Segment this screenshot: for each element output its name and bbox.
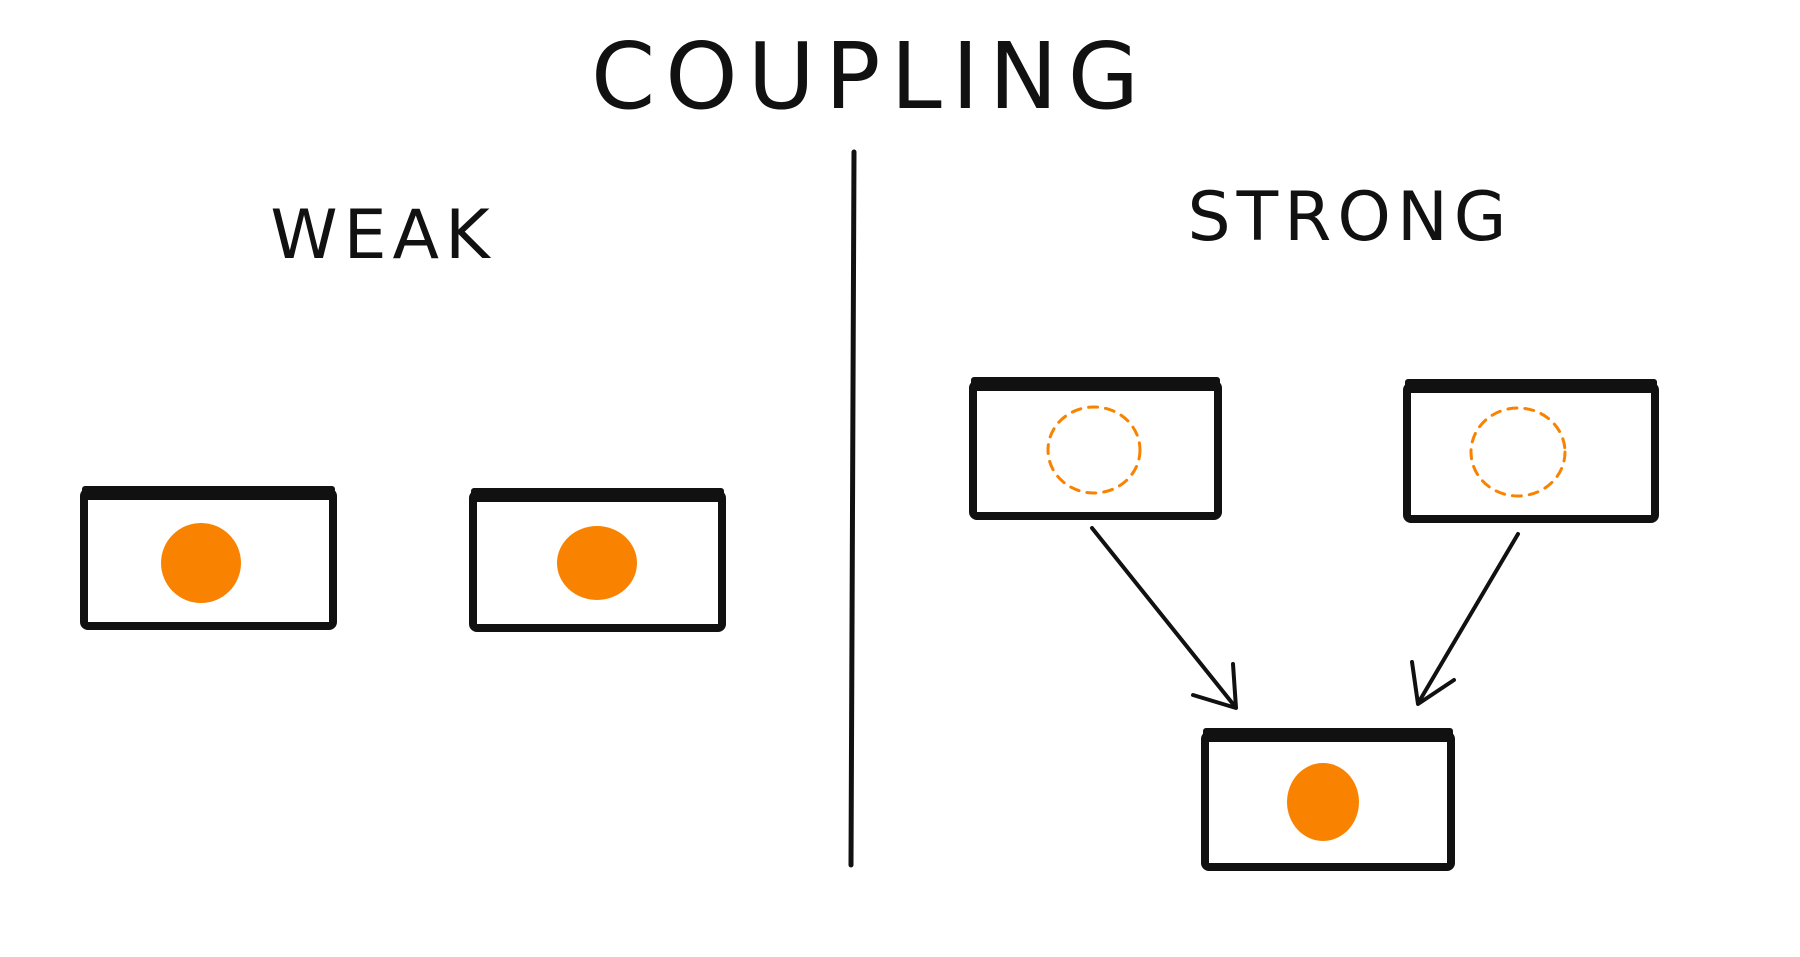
weak-section: WEAK	[80, 196, 726, 632]
box-header-bar	[1405, 379, 1657, 393]
box-header-bar	[1203, 728, 1453, 742]
arrow-top-left-to-bottom	[1090, 526, 1238, 710]
data-dot-filled	[161, 523, 241, 603]
weak-module-box-2	[469, 488, 726, 632]
strong-module-box-top-right	[1403, 379, 1659, 523]
box-header-bar	[471, 488, 724, 502]
data-dot-dashed	[1046, 405, 1142, 495]
box-header-bar	[82, 486, 335, 500]
weak-heading: WEAK	[270, 196, 495, 275]
center-divider	[848, 149, 857, 868]
arrow-top-right-to-bottom	[1410, 532, 1520, 706]
strong-module-box-bottom	[1201, 728, 1455, 871]
diagram-title: COUPLING	[591, 23, 1149, 130]
weak-module-box-1	[80, 486, 337, 630]
data-dot-dashed	[1469, 406, 1567, 498]
strong-module-box-top-left	[969, 377, 1222, 520]
strong-section: STRONG	[969, 178, 1659, 871]
data-dot-filled	[1287, 763, 1359, 841]
box-header-bar	[971, 377, 1220, 391]
strong-heading: STRONG	[1187, 178, 1512, 257]
data-dot-filled	[557, 526, 637, 600]
